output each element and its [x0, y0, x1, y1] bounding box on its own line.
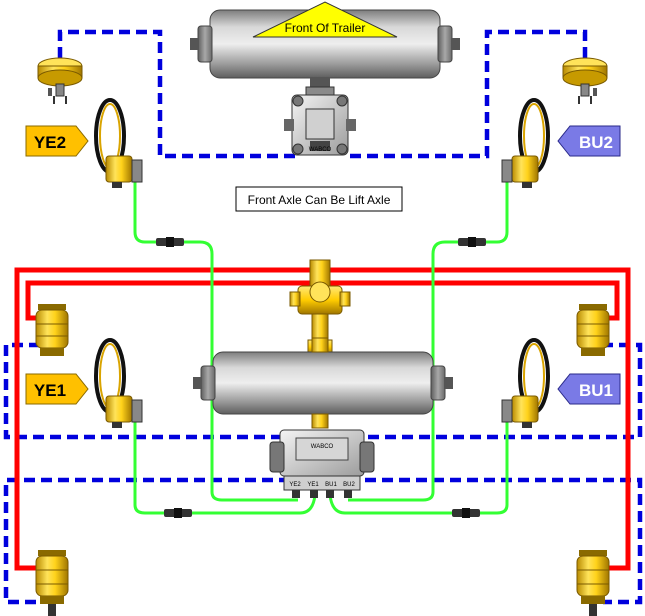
ebs-modulator: WABCO YE2 YE1 BU1 BU2 [269, 429, 375, 498]
port-label: YE1 [307, 482, 319, 488]
note-text: Front Axle Can Be Lift Axle [248, 193, 391, 207]
air-bag-icon [35, 304, 69, 356]
tag-bu2: BU2 [557, 125, 621, 157]
line-middle-right [365, 342, 643, 440]
air-tank-icon [193, 337, 453, 429]
upper-relay-valve: WABCO [284, 77, 356, 156]
air-bag-icon [576, 550, 610, 616]
abs-sensor-icon [94, 98, 143, 188]
air-bag-bottom-left [35, 550, 69, 616]
abs-sensor-icon [501, 98, 550, 188]
green-ye1 [133, 420, 317, 515]
tag-bu2-label: BU2 [579, 133, 613, 152]
connector-icon [164, 508, 192, 518]
port-label: BU1 [325, 482, 337, 488]
front-label-triangle [252, 1, 398, 38]
abs-sensor-icon [94, 338, 143, 428]
svg-text:WABCO: WABCO [309, 147, 332, 153]
green-bu1 [328, 420, 509, 515]
line-lower-right [365, 477, 643, 605]
front-air-tank: Front Of Trailer [190, 1, 460, 79]
abs-sensor-bu2 [501, 98, 550, 188]
connector-icon [458, 237, 486, 247]
blue-dashed-lines [3, 29, 643, 605]
modulator-valve-icon: WABCO YE2 YE1 BU1 BU2 [269, 429, 375, 498]
line-top-right-chamber [350, 29, 588, 159]
line-top-left-chamber [57, 29, 300, 159]
abs-sensor-ye1 [94, 338, 143, 428]
air-bag-bottom-right [576, 550, 610, 616]
port-label: BU2 [343, 482, 355, 488]
front-label: Front Of Trailer [285, 21, 366, 35]
brake-chamber-top-left [37, 57, 83, 104]
air-bag-icon [35, 550, 69, 616]
tag-ye1-label: YE1 [34, 381, 66, 400]
air-bag-icon [576, 304, 610, 356]
line-lower-left [3, 477, 290, 605]
relay-valve-icon: WABCO [284, 77, 356, 156]
brake-chamber-top-right [562, 57, 608, 104]
green-lines [133, 180, 509, 515]
port-label: YE2 [289, 482, 301, 488]
air-bag-mid-left [35, 304, 69, 356]
green-ye2 [133, 180, 298, 502]
note-box: Front Axle Can Be Lift Axle [235, 186, 403, 212]
abs-sensor-ye2 [94, 98, 143, 188]
tag-ye1: YE1 [25, 373, 89, 405]
tag-bu1: BU1 [557, 373, 621, 405]
connector-icon [156, 237, 184, 247]
abs-sensor-icon [501, 338, 550, 428]
green-bu2 [348, 180, 509, 502]
rear-air-tank [193, 337, 453, 429]
air-tank-icon [190, 9, 460, 79]
line-connectors [156, 237, 486, 518]
connector-icon [452, 508, 480, 518]
tag-ye2-label: YE2 [34, 133, 66, 152]
tag-bu1-label: BU1 [579, 381, 613, 400]
valve-brand: WABCO [311, 444, 334, 450]
line-middle-left [3, 342, 290, 440]
brake-chamber-icon [562, 57, 608, 104]
tag-ye2: YE2 [25, 125, 89, 157]
brake-chamber-icon [37, 57, 83, 104]
air-bag-mid-right [576, 304, 610, 356]
abs-sensor-bu1 [501, 338, 550, 428]
